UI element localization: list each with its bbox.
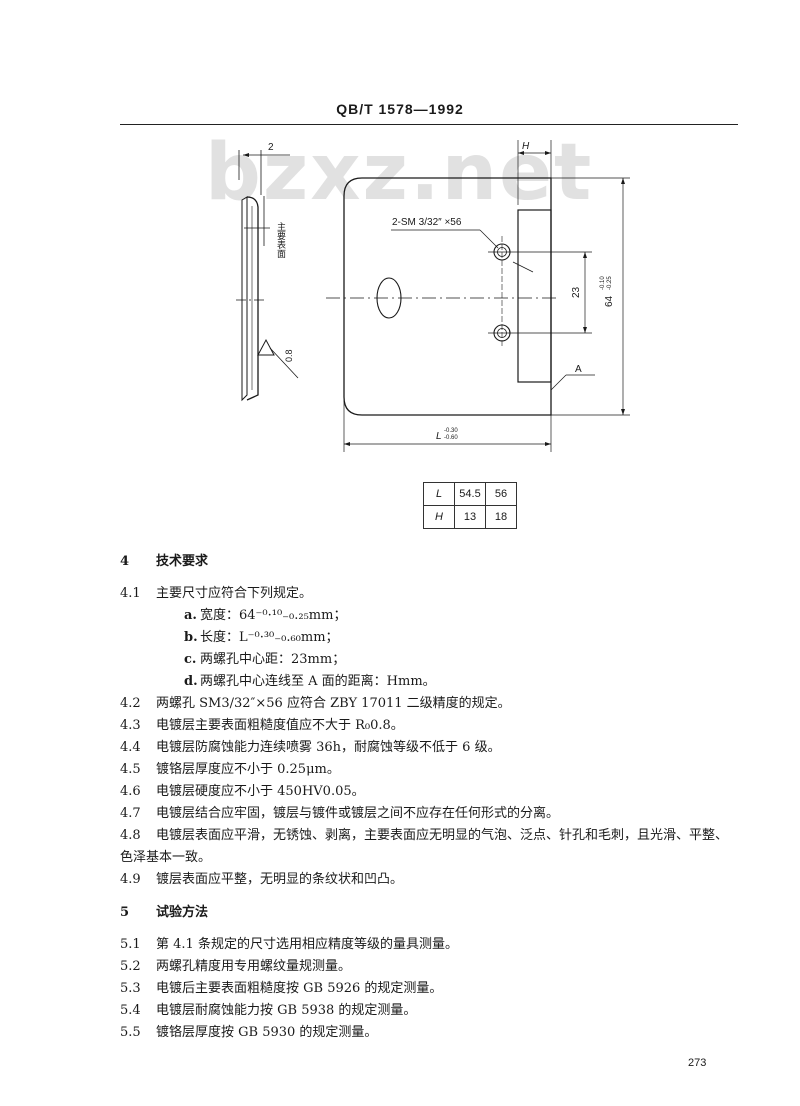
clause-text: 镀铬层厚度应不小于 0.25μm。	[156, 762, 340, 777]
clause-4-7: 4.7 电镀层结合应牢固，镀层与镀件或镀层之间不应存在任何形式的分离。	[120, 803, 740, 825]
clause-4-2: 4.2 两螺孔 SM3/32″×56 应符合 ZBY 17011 二级精度的规定。	[120, 693, 740, 715]
clause-5-1: 5.1 第 4.1 条规定的尺寸选用相应精度等级的量具测量。	[120, 934, 740, 956]
clause-text: 电镀层防腐蚀能力连续喷雾 36h，耐腐蚀等级不低于 6 级。	[156, 740, 501, 755]
sub-text: 两螺孔中心距：23mm；	[200, 652, 346, 667]
clause-number: 5.4	[120, 1003, 141, 1018]
clause-text: 镀层表面应平整，无明显的条纹状和凹凸。	[156, 872, 404, 887]
clause-number: 4.1	[120, 586, 141, 601]
table-cell: L	[423, 482, 455, 506]
clause-text: 电镀层主要表面粗糙度值应不大于 R₀0.8。	[156, 718, 404, 733]
clause-text: 电镀层耐腐蚀能力按 GB 5938 的规定测量。	[156, 1003, 417, 1018]
clause-4-6: 4.6 电镀层硬度应不小于 450HV0.05。	[120, 781, 740, 803]
clause-5-3: 5.3 电镀后主要表面粗糙度按 GB 5926 的规定测量。	[120, 978, 740, 1000]
table-cell: 56	[485, 482, 517, 506]
clause-4-1: 4.1 主要尺寸应符合下列规定。	[120, 583, 740, 605]
table-cell: 18	[485, 505, 517, 529]
page-number: 273	[688, 1057, 707, 1069]
clause-number: 4.3	[120, 718, 141, 733]
sub-mark: b.	[184, 630, 198, 645]
surface-label: 主要表面	[276, 221, 286, 259]
clause-number: 5.2	[120, 959, 141, 974]
sub-text: 两螺孔中心连线至 A 面的距离：Hmm。	[200, 674, 436, 689]
dimension-table: L 54.5 56 H 13 18	[423, 482, 517, 529]
dim-64-tol-lower: -0.25	[607, 276, 613, 290]
hole-label: 2-SM 3/32″ ×56	[392, 217, 462, 228]
clause-4-9: 4.9 镀层表面应平整，无明显的条纹状和凹凸。	[120, 869, 740, 891]
table-cell: H	[423, 505, 455, 529]
dim-l-tol-upper: -0.30	[444, 428, 458, 434]
clause-text: 电镀层表面应平滑，无锈蚀、剥离，主要表面应无明显的气泡、泛点、针孔和毛刺，且光滑…	[120, 828, 729, 865]
clause-text: 第 4.1 条规定的尺寸选用相应精度等级的量具测量。	[156, 937, 458, 952]
clause-number: 4.4	[120, 740, 141, 755]
clause-number: 5.5	[120, 1025, 141, 1040]
clause-text: 两螺孔精度用专用螺纹量规测量。	[156, 959, 352, 974]
clause-5-4: 5.4 电镀层耐腐蚀能力按 GB 5938 的规定测量。	[120, 1000, 740, 1022]
table-cell: 13	[454, 505, 486, 529]
clause-5-2: 5.2 两螺孔精度用专用螺纹量规测量。	[120, 956, 740, 978]
table-row: L 54.5 56	[423, 482, 517, 506]
clause-text: 主要尺寸应符合下列规定。	[156, 586, 313, 601]
sub-item-b: b.长度：L⁻⁰·³⁰₋₀.₆₀mm；	[120, 627, 768, 649]
sub-mark: c.	[184, 652, 197, 667]
clause-text: 电镀层结合应牢固，镀层与镀件或镀层之间不应存在任何形式的分离。	[156, 806, 560, 821]
section-title: 技术要求	[156, 554, 209, 569]
table-cell: 54.5	[454, 482, 486, 506]
clause-text: 电镀后主要表面粗糙度按 GB 5926 的规定测量。	[156, 981, 443, 996]
roughness-label: 0.8	[284, 349, 294, 362]
header-rule	[120, 124, 738, 125]
dim-64-tol-upper: -0.10	[600, 276, 606, 290]
clause-5-5: 5.5 镀铬层厚度按 GB 5930 的规定测量。	[120, 1022, 740, 1044]
sub-text: 长度：L⁻⁰·³⁰₋₀.₆₀mm；	[200, 630, 339, 645]
dim-64-label: 64	[604, 295, 615, 307]
section-5-heading: 5 试验方法	[120, 902, 740, 924]
section-number: 5	[120, 905, 130, 920]
sub-mark: d.	[184, 674, 198, 689]
clause-text: 两螺孔 SM3/32″×56 应符合 ZBY 17011 二级精度的规定。	[156, 696, 511, 711]
section-4-heading: 4 技术要求	[120, 551, 740, 573]
clause-number: 4.5	[120, 762, 141, 777]
clause-4-5: 4.5 镀铬层厚度应不小于 0.25μm。	[120, 759, 740, 781]
sub-item-a: a.宽度：64⁻⁰·¹⁰₋₀.₂₅mm；	[120, 605, 768, 627]
clause-number: 5.3	[120, 981, 141, 996]
clause-number: 4.6	[120, 784, 141, 799]
table-row: H 13 18	[423, 505, 517, 529]
clause-text: 镀铬层厚度按 GB 5930 的规定测量。	[156, 1025, 378, 1040]
clause-4-3: 4.3 电镀层主要表面粗糙度值应不大于 R₀0.8。	[120, 715, 740, 737]
clause-number: 4.8	[120, 828, 141, 843]
clause-number: 4.7	[120, 806, 141, 821]
sub-item-d: d.两螺孔中心连线至 A 面的距离：Hmm。	[120, 671, 768, 693]
sub-item-c: c.两螺孔中心距：23mm；	[120, 649, 768, 671]
dim-23-label: 23	[571, 286, 582, 298]
technical-drawing: 2 主要表面 0.8 2-SM 3/32″ ×56 H	[236, 140, 630, 452]
side-view: 2 主要表面 0.8	[236, 142, 299, 402]
sub-text: 宽度：64⁻⁰·¹⁰₋₀.₂₅mm；	[200, 608, 347, 623]
standard-code: QB/T 1578—1992	[336, 101, 464, 117]
clause-number: 5.1	[120, 937, 141, 952]
clause-number: 4.2	[120, 696, 141, 711]
dim-2-label: 2	[268, 142, 274, 153]
clause-number: 4.9	[120, 872, 141, 887]
surface-a-label: A	[575, 364, 582, 375]
dim-l-tol-lower: -0.60	[444, 435, 458, 441]
clause-text: 电镀层硬度应不小于 450HV0.05。	[156, 784, 365, 799]
front-view: 2-SM 3/32″ ×56 H 23 64 -0.10 -0.25 L -0.…	[326, 140, 630, 452]
dim-h-label: H	[522, 141, 530, 152]
section-title: 试验方法	[156, 905, 209, 920]
section-number: 4	[120, 554, 130, 569]
sub-mark: a.	[184, 608, 197, 623]
clause-4-4: 4.4 电镀层防腐蚀能力连续喷雾 36h，耐腐蚀等级不低于 6 级。	[120, 737, 740, 759]
dim-l-label: L	[436, 431, 442, 442]
